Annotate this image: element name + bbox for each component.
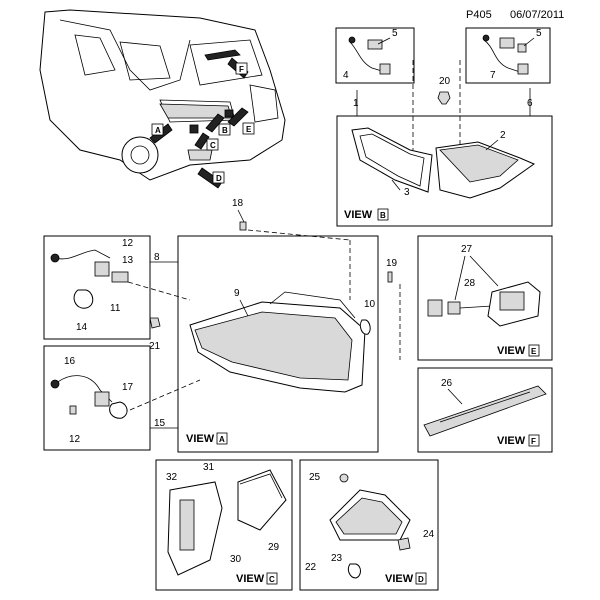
view-f-letter: F [531, 437, 536, 446]
car-callout-a-letter: A [155, 126, 161, 135]
bulb-socket-upper-box [43, 235, 151, 340]
license-lamp-27 [487, 281, 541, 327]
part-label-6: 6 [527, 98, 533, 109]
brake-light-26 [423, 385, 547, 437]
part-label-12b: 12 [69, 434, 81, 445]
screw-19 [387, 271, 393, 283]
part-label-22: 22 [305, 562, 317, 573]
part-label-28: 28 [464, 278, 476, 289]
car-callout-d: D [197, 167, 225, 189]
part-label-31: 31 [203, 462, 215, 473]
part-label-25: 25 [309, 472, 321, 483]
view-e-title: VIEW [497, 345, 526, 357]
diagram-date: 06/07/2011 [510, 9, 565, 21]
bulb-socket-lower-box [43, 345, 151, 451]
bracket-30 [167, 481, 223, 576]
view-c-letter: C [269, 575, 275, 584]
part-label-5a: 5 [392, 28, 398, 39]
part-label-5b: 5 [536, 28, 542, 39]
part-label-10: 10 [364, 299, 376, 310]
part-label-4: 4 [343, 70, 349, 81]
bulb-holder-right-box [465, 27, 551, 84]
bulb-holder-left-part [348, 36, 391, 75]
view-d-letter: D [418, 575, 424, 584]
car-callout-e: E [227, 107, 255, 135]
view-d-panel [299, 459, 439, 591]
part-label-9: 9 [234, 288, 240, 299]
car-rear-illustration [39, 9, 286, 181]
screw-25 [339, 473, 349, 483]
part-label-8: 8 [154, 252, 160, 263]
view-f-panel [417, 367, 553, 453]
part-label-13: 13 [122, 255, 134, 266]
bulb-holder-left-box [335, 27, 415, 84]
part-label-7: 7 [490, 70, 496, 81]
part-label-21: 21 [149, 341, 161, 352]
view-a-letter: A [219, 435, 225, 444]
part-label-11: 11 [110, 303, 121, 314]
part-label-23: 23 [331, 553, 343, 564]
part-label-30: 30 [230, 554, 242, 565]
part-label-18: 18 [232, 198, 244, 209]
bulb-socket-lower-part [50, 375, 128, 419]
view-e-panel [417, 235, 553, 361]
part-label-27: 27 [461, 244, 473, 255]
screw-21 [149, 317, 161, 329]
inner-lamp-gasket-3 [351, 127, 433, 193]
view-c-title: VIEW [236, 573, 265, 585]
license-lamp-wiring-28 [427, 299, 493, 317]
part-label-19: 19 [386, 258, 398, 269]
view-b-letter: B [380, 211, 386, 220]
view-b-title: VIEW [344, 209, 373, 221]
view-d-title: VIEW [385, 573, 414, 585]
part-label-26: 26 [441, 378, 453, 389]
bulb-23 [347, 563, 361, 579]
part-label-3: 3 [404, 187, 410, 198]
page-code: P405 [466, 9, 492, 21]
car-callout-c: C [194, 132, 219, 151]
part-label-24: 24 [423, 529, 435, 540]
part-label-17: 17 [122, 382, 134, 393]
grommet-10 [359, 319, 371, 335]
view-a-title: VIEW [186, 433, 215, 445]
car-callout-e-letter: E [246, 125, 252, 134]
part-label-2: 2 [500, 130, 506, 141]
part-label-14: 14 [76, 322, 88, 333]
car-callout-b-letter: B [222, 126, 228, 135]
view-f-title: VIEW [497, 435, 526, 447]
part-label-12a: 12 [122, 238, 134, 249]
car-callout-f: F [227, 57, 249, 79]
inner-lamp-2 [435, 141, 536, 199]
part-label-20: 20 [439, 76, 451, 87]
car-callout-c-letter: C [210, 141, 216, 150]
bulb-socket-upper-part [50, 249, 129, 309]
car-callout-b: B [205, 113, 231, 136]
part-label-1: 1 [353, 98, 359, 109]
part-label-16: 16 [64, 356, 76, 367]
clip-18 [239, 221, 247, 231]
car-callout-f-letter: F [239, 65, 244, 74]
fog-lamp-housing [329, 489, 411, 541]
part-label-32: 32 [166, 472, 178, 483]
view-b-panel [336, 115, 553, 227]
screw-20 [437, 91, 451, 105]
view-a-panel [177, 235, 379, 453]
view-e-letter: E [531, 347, 537, 356]
tail-lamp-9 [189, 291, 366, 393]
car-callout-a: A [149, 123, 173, 144]
car-callout-d-letter: D [216, 174, 222, 183]
view-c-panel [155, 459, 293, 591]
bulb-holder-right-part [482, 34, 529, 75]
clip-24 [397, 537, 411, 551]
part-label-15: 15 [154, 418, 166, 429]
part-label-29: 29 [268, 542, 280, 553]
control-module-29 [237, 469, 287, 531]
